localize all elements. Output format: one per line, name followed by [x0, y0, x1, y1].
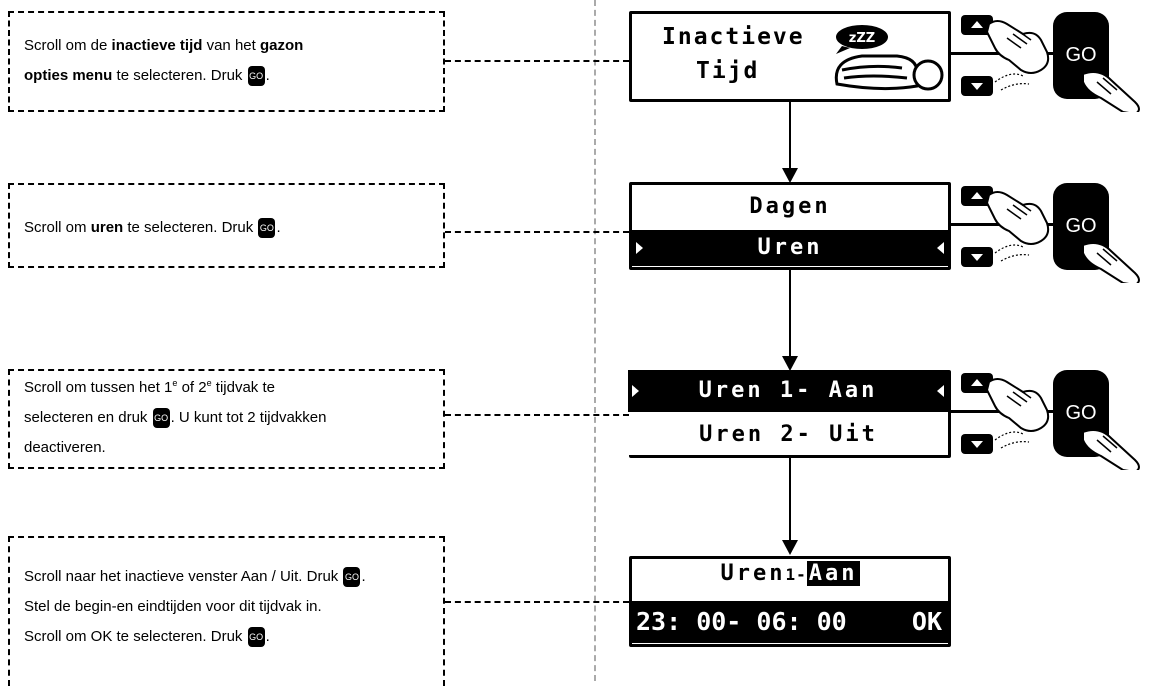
instruction-text-segment: Scroll om — [24, 219, 91, 236]
instruction-text-segment: te selecteren. Druk — [112, 67, 246, 84]
instruction-line: opties menu te selecteren. Druk GO. — [24, 61, 303, 91]
instruction-text-segment: Scroll om OK te selecteren. Druk — [24, 628, 247, 645]
selection-arrow-right-icon — [632, 385, 639, 397]
lcd-screen-days-hours: Dagen Uren — [629, 182, 951, 270]
sleep-bubble-text: zZZ — [849, 31, 875, 46]
instruction-text-2: Scroll om uren te selecteren. Druk GO. — [24, 213, 281, 243]
instruction-bold-term: gazon — [260, 37, 303, 54]
instruction-text-segment: Scroll om tussen het 1 — [24, 379, 172, 396]
selection-arrow-right-icon — [636, 242, 643, 254]
instruction-text-segment: . — [266, 67, 270, 84]
instruction-text-1: Scroll om de inactieve tijd van het gazo… — [24, 31, 303, 91]
instruction-box-3: Scroll om tussen het 1e of 2e tijdvak te… — [8, 369, 445, 469]
instruction-text-4: Scroll naar het inactieve venster Aan / … — [24, 562, 366, 652]
instruction-line: selecteren en druk GO. U kunt tot 2 tijd… — [24, 403, 327, 433]
instruction-line: deactiveren. — [24, 433, 327, 463]
menu-item-days: Dagen — [632, 189, 948, 225]
flow-arrow-1-line — [789, 102, 791, 170]
go-key-icon: GO — [343, 567, 360, 587]
instruction-text-segment: te selecteren. Druk — [123, 219, 257, 236]
sleeping-mower-icon: zZZ — [822, 20, 947, 96]
lcd-screen-time-slots: Uren 1- Aan Uren 2- Uit — [629, 370, 951, 458]
ok-value: OK — [912, 601, 942, 643]
instruction-line: Scroll om de inactieve tijd van het gazo… — [24, 31, 303, 61]
instruction-text-segment: Scroll naar het inactieve venster Aan / … — [24, 568, 342, 585]
flow-arrow-3-line — [789, 458, 791, 542]
instruction-text-segment: deactiveren. — [24, 439, 106, 456]
connector-1 — [445, 60, 629, 62]
controls-group-3: GO — [951, 370, 1151, 470]
instruction-text-segment: . — [276, 219, 280, 236]
pressing-hand-icon — [951, 12, 1151, 112]
flow-arrow-2-head — [782, 356, 798, 371]
pressing-hand-icon — [951, 370, 1151, 470]
instruction-text-segment: . — [361, 568, 365, 585]
connector-4 — [445, 601, 629, 603]
go-key-icon: GO — [153, 408, 170, 428]
screen-1-line-2: Tijd — [696, 58, 759, 84]
flow-arrow-3-head — [782, 540, 798, 555]
instruction-line: Scroll om tussen het 1e of 2e tijdvak te — [24, 373, 327, 403]
connector-2 — [445, 231, 629, 233]
lcd-screen-inactive-time: Inactieve Tijd zZZ — [629, 11, 951, 102]
instruction-text-3: Scroll om tussen het 1e of 2e tijdvak te… — [24, 373, 327, 463]
instruction-text-segment: selecteren en druk — [24, 409, 152, 426]
instruction-text-segment: Scroll om de — [24, 37, 112, 54]
menu-item-slot-2: Uren 2- Uit — [629, 416, 948, 454]
go-key-icon: GO — [258, 218, 275, 238]
slot-edit-title: Uren1-Aan — [632, 561, 948, 586]
slot-title-number: 1- — [785, 565, 806, 584]
instruction-bold-term: opties menu — [24, 67, 112, 84]
screen-1-line-1: Inactieve — [662, 24, 805, 50]
selection-arrow-left-icon — [937, 242, 944, 254]
slot-title-prefix: Uren — [721, 561, 786, 586]
instruction-bold-term: uren — [91, 219, 124, 236]
instruction-line: Scroll om uren te selecteren. Druk GO. — [24, 213, 281, 243]
selected-label: Uren — [758, 235, 823, 260]
pressing-hand-icon — [951, 183, 1151, 283]
selected-label: Uren 1- Aan — [699, 378, 878, 403]
selection-arrow-left-icon — [937, 385, 944, 397]
flow-arrow-2-line — [789, 270, 791, 358]
flow-arrow-1-head — [782, 168, 798, 183]
time-range-value: 23: 00- 06: 00 — [636, 601, 847, 643]
instruction-line: Scroll naar het inactieve venster Aan / … — [24, 562, 366, 592]
center-divider — [594, 0, 596, 681]
instruction-text-segment: . U kunt tot 2 tijdvakken — [171, 409, 327, 426]
go-key-icon: GO — [248, 66, 265, 86]
instruction-box-4: Scroll naar het inactieve venster Aan / … — [8, 536, 445, 686]
instruction-text-segment: tijdvak te — [212, 379, 275, 396]
instruction-text-segment: . — [266, 628, 270, 645]
menu-item-hours-selected: Uren — [632, 230, 948, 266]
instruction-box-2: Scroll om uren te selecteren. Druk GO. — [8, 183, 445, 268]
instruction-text-segment: van het — [202, 37, 260, 54]
controls-group-2: GO — [951, 183, 1151, 283]
instruction-line: Stel de begin-en eindtijden voor dit tij… — [24, 592, 366, 622]
connector-3 — [445, 414, 629, 416]
instruction-bold-term: inactieve tijd — [112, 37, 203, 54]
instruction-box-1: Scroll om de inactieve tijd van het gazo… — [8, 11, 445, 112]
instruction-text-segment: Stel de begin-en eindtijden voor dit tij… — [24, 598, 322, 615]
go-key-icon: GO — [248, 627, 265, 647]
slot-state-highlight: Aan — [807, 561, 860, 586]
menu-item-slot-1-selected: Uren 1- Aan — [628, 370, 948, 412]
lcd-screen-slot-edit: Uren1-Aan 23: 00- 06: 00 OK — [629, 556, 951, 647]
instruction-text-segment: of 2 — [177, 379, 206, 396]
slot-edit-time-row: 23: 00- 06: 00 OK — [632, 601, 948, 643]
instruction-line: Scroll om OK te selecteren. Druk GO. — [24, 622, 366, 652]
controls-group-1: GO — [951, 12, 1151, 112]
